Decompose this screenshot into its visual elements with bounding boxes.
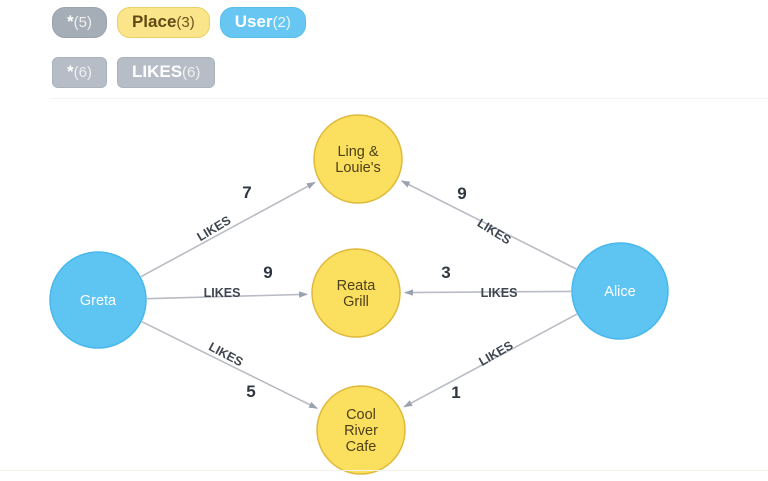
edge-type-label-greta-ling: LIKES (195, 213, 234, 244)
canvas-bottom-divider (0, 470, 768, 471)
graph-edge-greta-cool[interactable] (141, 320, 318, 410)
legend-pill-all-labels[interactable]: *(5) (52, 7, 107, 38)
node-circle (571, 242, 669, 340)
edge-type-label-greta-cool: LIKES (206, 340, 245, 370)
node-circle (311, 248, 401, 338)
edge-weight-label-alice-reata: 3 (441, 263, 450, 282)
graph-edge-greta-ling[interactable] (140, 181, 316, 278)
graph-node-ling[interactable]: Ling &Louie's (313, 114, 403, 204)
edge-weight-label-greta-ling: 7 (242, 183, 251, 202)
pill-count: (6) (73, 64, 92, 81)
edge-weight-label-alice-cool: 1 (451, 383, 460, 402)
pill-count: (2) (272, 14, 291, 31)
node-circle (313, 114, 403, 204)
edges-layer (140, 180, 578, 410)
pill-count: (5) (73, 14, 92, 31)
graph-edge-alice-ling[interactable] (400, 180, 577, 270)
graph-svg: Greta Alice Ling &Louie'sReataGrillCoolRiv… (49, 114, 669, 475)
edge-type-label-alice-reata: LIKES (481, 286, 518, 300)
node-circle (49, 251, 147, 349)
graph-edge-greta-reata[interactable] (146, 291, 308, 300)
edge-type-label-alice-ling: LIKES (475, 216, 514, 247)
pill-name: User (234, 12, 273, 31)
legend-relationship-types-row: *(6)LIKES(6) (52, 57, 216, 88)
node-circle (316, 385, 406, 475)
edge-type-label-greta-reata: LIKES (204, 286, 241, 300)
graph-edge-alice-reata[interactable] (404, 289, 572, 296)
pill-name: * (67, 62, 74, 81)
pill-count: (6) (182, 64, 201, 81)
legend-pill-user[interactable]: User(2) (219, 7, 306, 38)
edge-type-label-alice-cool: LIKES (477, 338, 516, 369)
legend-pill-place[interactable]: Place(3) (116, 7, 210, 38)
graph-node-greta[interactable]: Greta (49, 251, 147, 349)
pill-count: (3) (176, 14, 195, 31)
pill-name: LIKES (131, 62, 183, 81)
legend-pill-likes[interactable]: LIKES(6) (116, 57, 216, 88)
edge-weight-label-alice-ling: 9 (457, 184, 466, 203)
edge-weight-label-greta-cool: 5 (246, 382, 255, 401)
legend-node-labels-row: *(5) Place(3) User(2) (52, 7, 306, 38)
pill-name: * (67, 12, 74, 31)
legend-pill-all-types[interactable]: *(6) (52, 57, 107, 88)
edge-weight-label-greta-reata: 9 (263, 263, 272, 282)
legend-divider (50, 98, 768, 99)
graph-edge-alice-cool[interactable] (403, 313, 578, 408)
graph-node-alice[interactable]: Alice (571, 242, 669, 340)
pill-name: Place (131, 12, 177, 31)
nodes-layer: Greta Alice Ling &Louie'sReataGrillCoolRiv… (49, 114, 669, 475)
